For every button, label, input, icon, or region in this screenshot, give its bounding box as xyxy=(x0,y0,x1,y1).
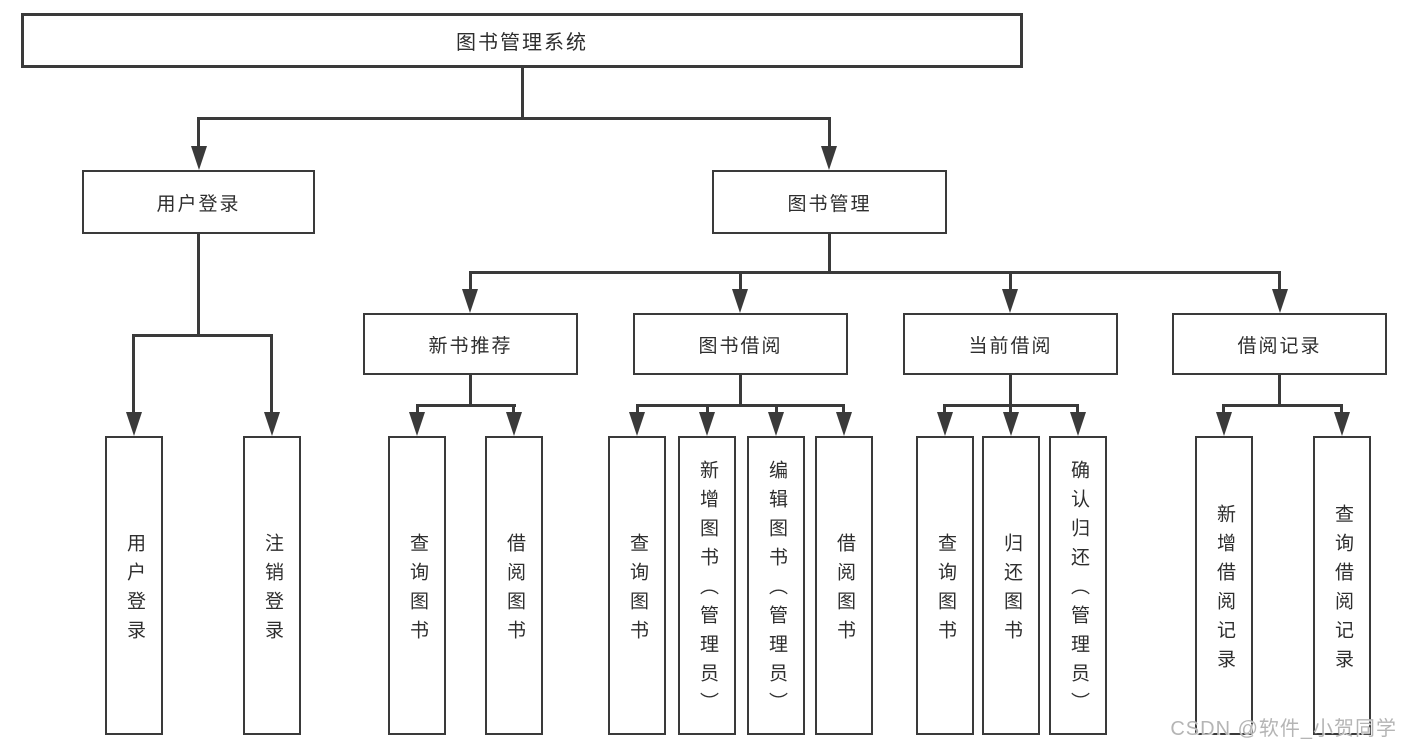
node-leaf-query-books-2: 查询图书 xyxy=(608,436,666,735)
connector-current-borrow-stem xyxy=(1009,375,1012,407)
connector-drop-leaf xyxy=(943,404,946,416)
node-leaf-return-books: 归还图书 xyxy=(982,436,1040,735)
connector-drop-user-login xyxy=(197,117,200,150)
connector-borrow-records-stem xyxy=(1278,375,1281,407)
connector-drop-leaf-user-login xyxy=(132,334,135,415)
node-leaf-user-login: 用户登录 xyxy=(105,436,163,735)
connector-borrow-records-branch xyxy=(1222,404,1343,407)
node-book-borrow: 图书借阅 xyxy=(633,313,848,375)
node-book-management: 图书管理 xyxy=(712,170,947,234)
leaf-label: 用户登录 xyxy=(123,532,145,649)
connector-book-management-branch xyxy=(469,271,1281,274)
connector-drop-leaf xyxy=(775,404,778,416)
connector-drop-leaf xyxy=(636,404,639,416)
arrow-to-leaf-query-books-1 xyxy=(409,412,425,436)
arrow-to-new-book-recommend xyxy=(462,289,478,313)
leaf-label: 借阅图书 xyxy=(833,532,855,649)
connector-root-branch xyxy=(197,117,831,120)
connector-user-login-branch xyxy=(132,334,273,337)
node-leaf-confirm-return-admin: 确认归还（管理员） xyxy=(1049,436,1107,735)
arrow-to-leaf-edit-books xyxy=(768,412,784,436)
connector-drop-leaf xyxy=(1222,404,1225,416)
connector-book-borrow-stem xyxy=(739,375,742,407)
arrow-to-leaf-query-books-3 xyxy=(937,412,953,436)
leaf-label: 查询图书 xyxy=(406,532,428,649)
arrow-to-leaf-logout xyxy=(264,412,280,436)
node-leaf-edit-books-admin: 编辑图书（管理员） xyxy=(747,436,805,735)
leaf-label: 注销登录 xyxy=(261,532,283,649)
leaf-label: 归还图书 xyxy=(1000,532,1022,649)
connector-drop-leaf xyxy=(512,404,515,416)
node-current-borrow: 当前借阅 xyxy=(903,313,1118,375)
connector-drop-leaf xyxy=(842,404,845,416)
connector-book-borrow-branch xyxy=(636,404,845,407)
leaf-label: 确认归还（管理员） xyxy=(1067,460,1089,721)
node-leaf-logout: 注销登录 xyxy=(243,436,301,735)
node-user-login: 用户登录 xyxy=(82,170,315,234)
leaf-label: 查询图书 xyxy=(934,532,956,649)
node-borrow-records: 借阅记录 xyxy=(1172,313,1387,375)
connector-drop-leaf xyxy=(706,404,709,416)
connector-drop-new-book-recommend xyxy=(469,271,472,293)
connector-user-login-stem xyxy=(197,234,200,336)
arrow-to-leaf-add-books xyxy=(699,412,715,436)
node-leaf-borrow-books-1: 借阅图书 xyxy=(485,436,543,735)
leaf-label: 查询图书 xyxy=(626,532,648,649)
arrow-to-leaf-user-login xyxy=(126,412,142,436)
node-new-book-recommend: 新书推荐 xyxy=(363,313,578,375)
arrow-to-user-login xyxy=(191,146,207,170)
connector-drop-borrow-records xyxy=(1278,271,1281,293)
connector-drop-current-borrow xyxy=(1009,271,1012,293)
arrow-to-leaf-add-borrow-record xyxy=(1216,412,1232,436)
connector-new-book-recommend-branch xyxy=(416,404,516,407)
connector-drop-leaf xyxy=(1340,404,1343,416)
connector-drop-leaf xyxy=(1076,404,1079,416)
arrow-to-leaf-confirm-return xyxy=(1070,412,1086,436)
connector-book-management-stem xyxy=(828,234,831,274)
node-leaf-query-borrow-record: 查询借阅记录 xyxy=(1313,436,1371,735)
node-library-system: 图书管理系统 xyxy=(21,13,1023,68)
leaf-label: 新增借阅记录 xyxy=(1213,503,1235,678)
leaf-label: 查询借阅记录 xyxy=(1331,503,1353,678)
csdn-watermark: CSDN @软件_小贺同学 xyxy=(1170,718,1397,740)
arrow-to-leaf-return-books xyxy=(1003,412,1019,436)
leaf-label: 编辑图书（管理员） xyxy=(765,460,787,721)
arrow-to-leaf-query-borrow-record xyxy=(1334,412,1350,436)
arrow-to-leaf-borrow-books-1 xyxy=(506,412,522,436)
connector-drop-book-borrow xyxy=(739,271,742,293)
connector-drop-leaf xyxy=(416,404,419,416)
leaf-label: 借阅图书 xyxy=(503,532,525,649)
node-leaf-query-books-1: 查询图书 xyxy=(388,436,446,735)
connector-root-stem xyxy=(521,68,524,119)
node-leaf-add-borrow-record: 新增借阅记录 xyxy=(1195,436,1253,735)
node-leaf-add-books-admin: 新增图书（管理员） xyxy=(678,436,736,735)
arrow-to-book-borrow xyxy=(732,289,748,313)
node-leaf-borrow-books-2: 借阅图书 xyxy=(815,436,873,735)
node-leaf-query-books-3: 查询图书 xyxy=(916,436,974,735)
arrow-to-leaf-borrow-books-2 xyxy=(836,412,852,436)
arrow-to-current-borrow xyxy=(1002,289,1018,313)
arrow-to-leaf-query-books-2 xyxy=(629,412,645,436)
leaf-label: 新增图书（管理员） xyxy=(696,460,718,721)
connector-new-book-recommend-stem xyxy=(469,375,472,407)
arrow-to-borrow-records xyxy=(1272,289,1288,313)
arrow-to-book-management xyxy=(821,146,837,170)
connector-drop-book-management xyxy=(828,117,831,150)
connector-drop-leaf xyxy=(1009,404,1012,416)
connector-drop-leaf-logout xyxy=(270,334,273,415)
